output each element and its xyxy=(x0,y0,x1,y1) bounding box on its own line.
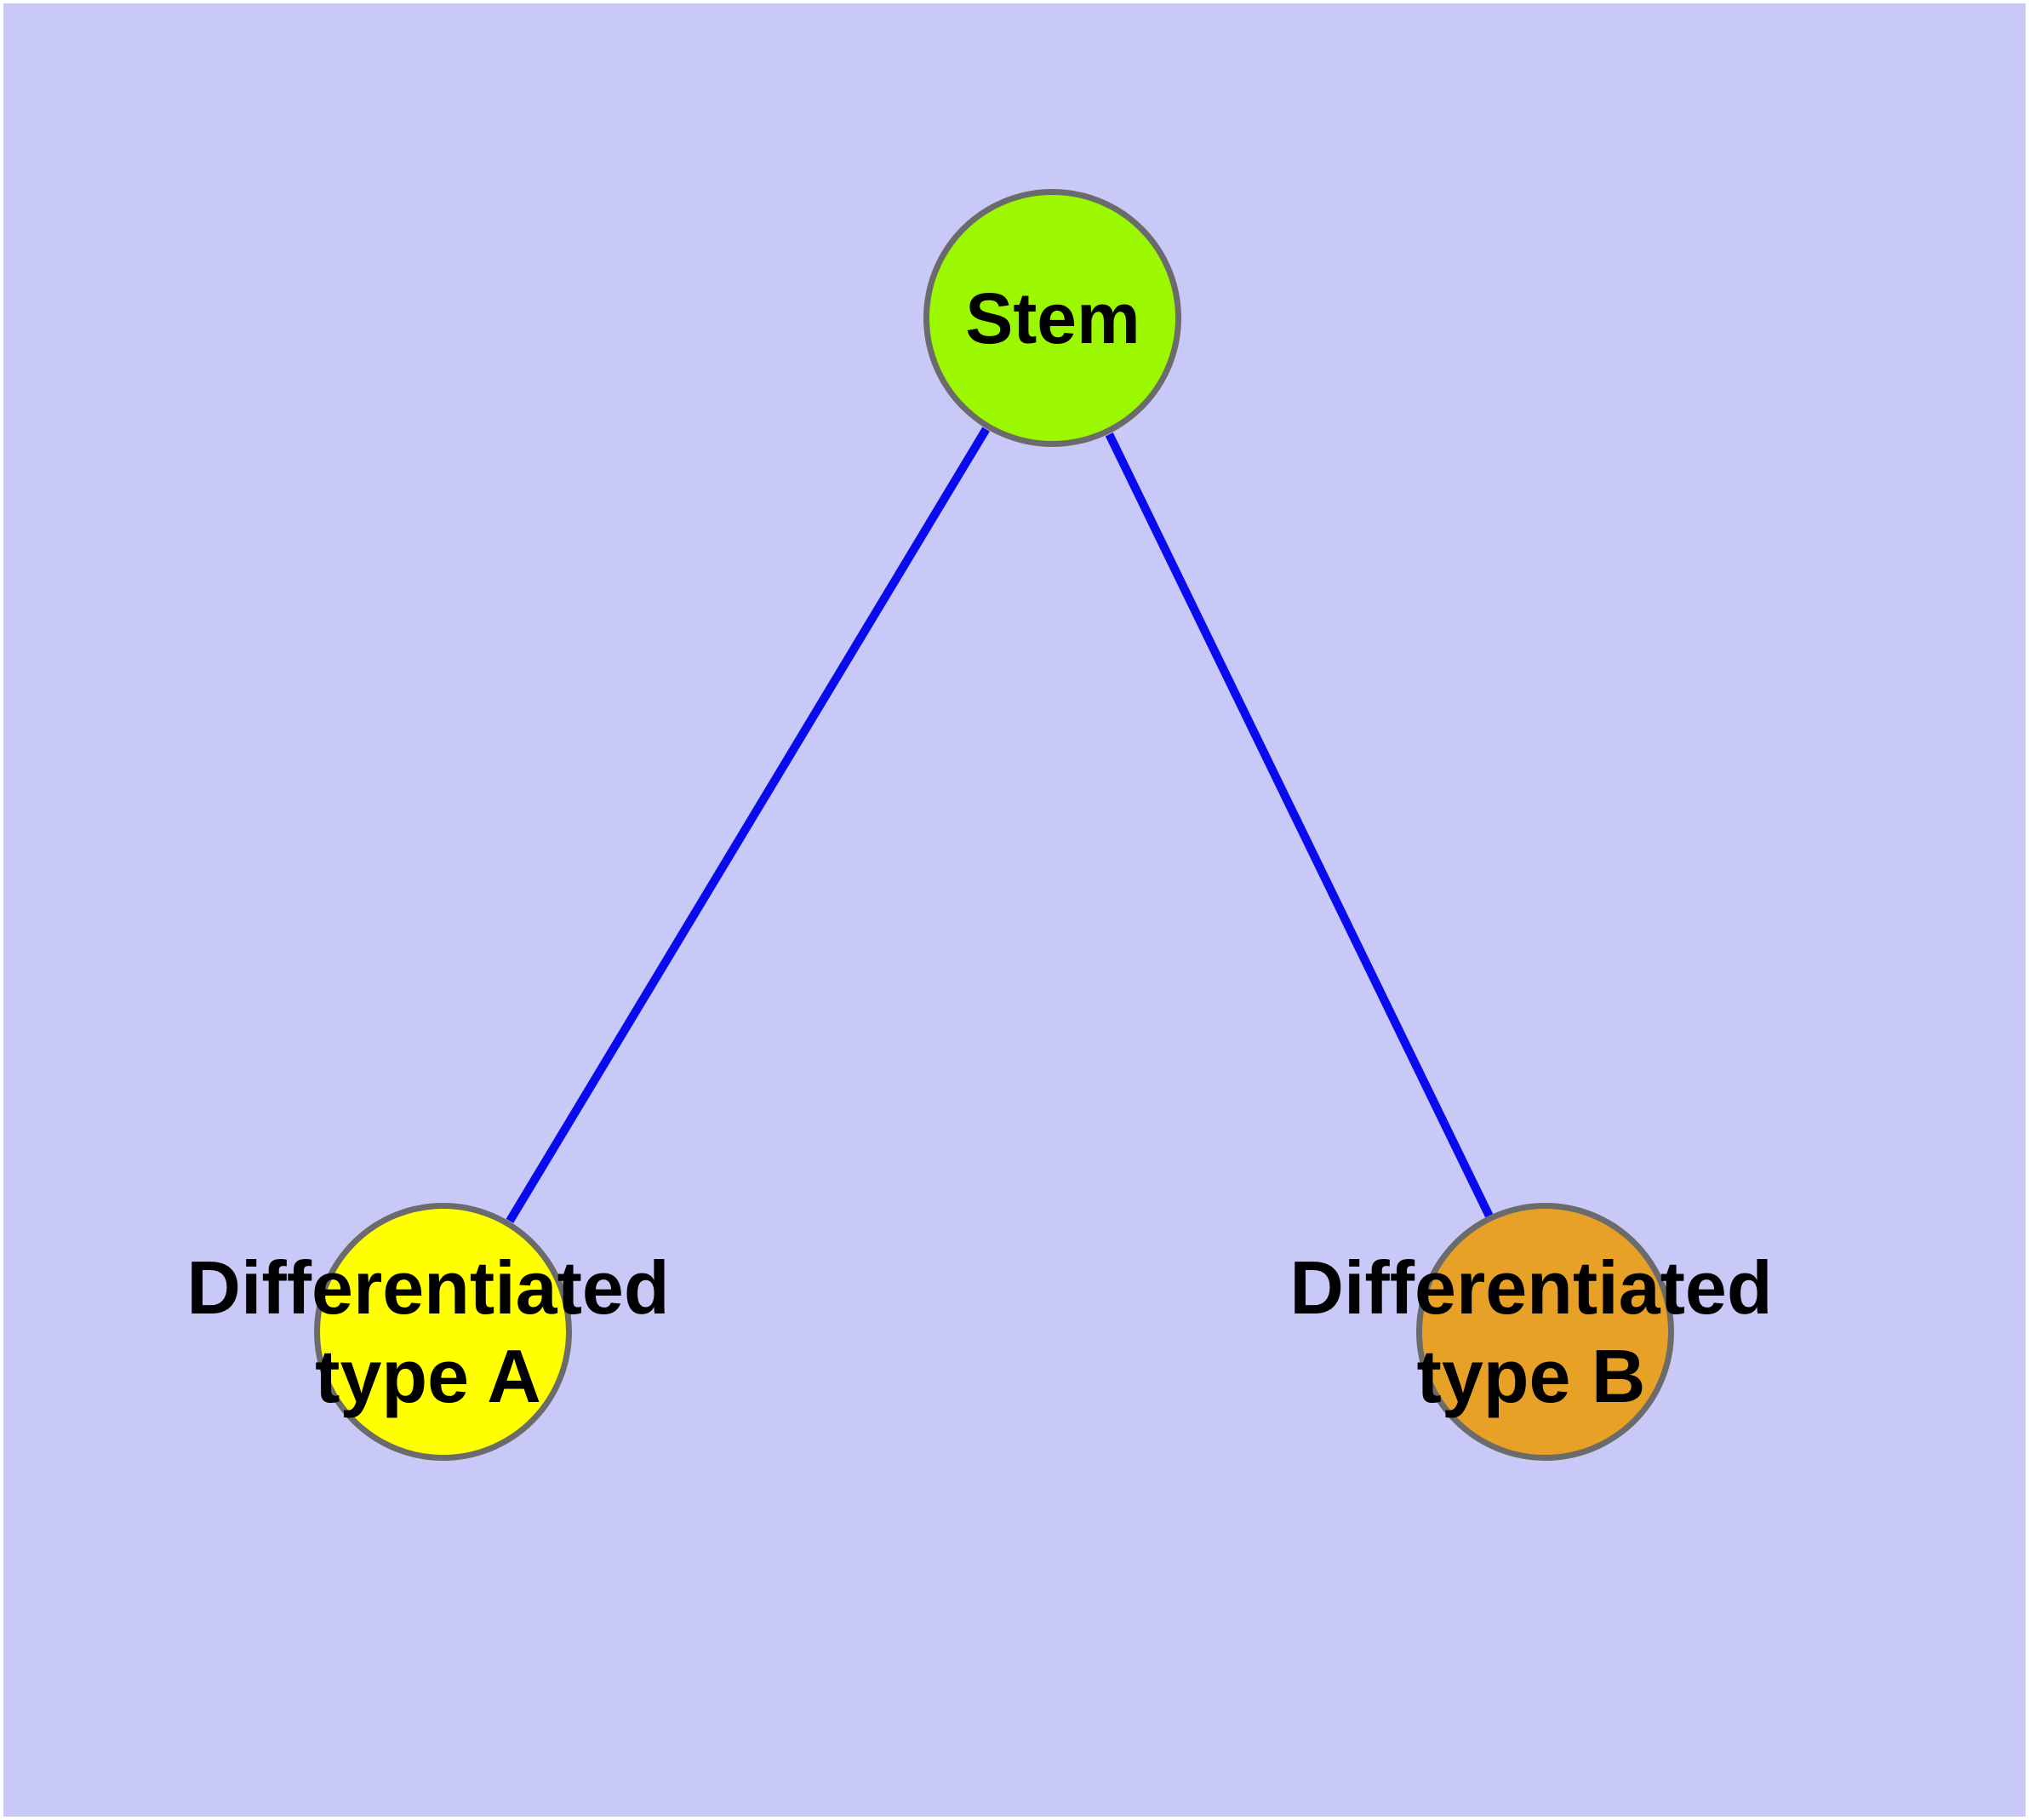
node-stem-circle xyxy=(923,189,1181,447)
node-differentiated-type-b-circle xyxy=(1416,1203,1674,1461)
node-type-b-label-line2: type B xyxy=(1416,1333,1646,1418)
node-stem-label: Stem xyxy=(670,189,1436,447)
node-type-a-label-line1: Differentiated xyxy=(186,1245,670,1330)
node-stem-label-text: Stem xyxy=(965,278,1140,358)
node-differentiated-type-b-label: Differentiated type B xyxy=(1148,1203,1914,1461)
edge-stem-to-type-a xyxy=(506,426,990,1223)
edge-stem-to-type-b xyxy=(1105,432,1494,1218)
node-differentiated-type-a-circle xyxy=(314,1203,572,1461)
node-type-b-label-line1: Differentiated xyxy=(1289,1245,1773,1330)
node-type-a-label-line2: type A xyxy=(315,1333,541,1418)
node-differentiated-type-a-label: Differentiated type A xyxy=(45,1203,811,1461)
